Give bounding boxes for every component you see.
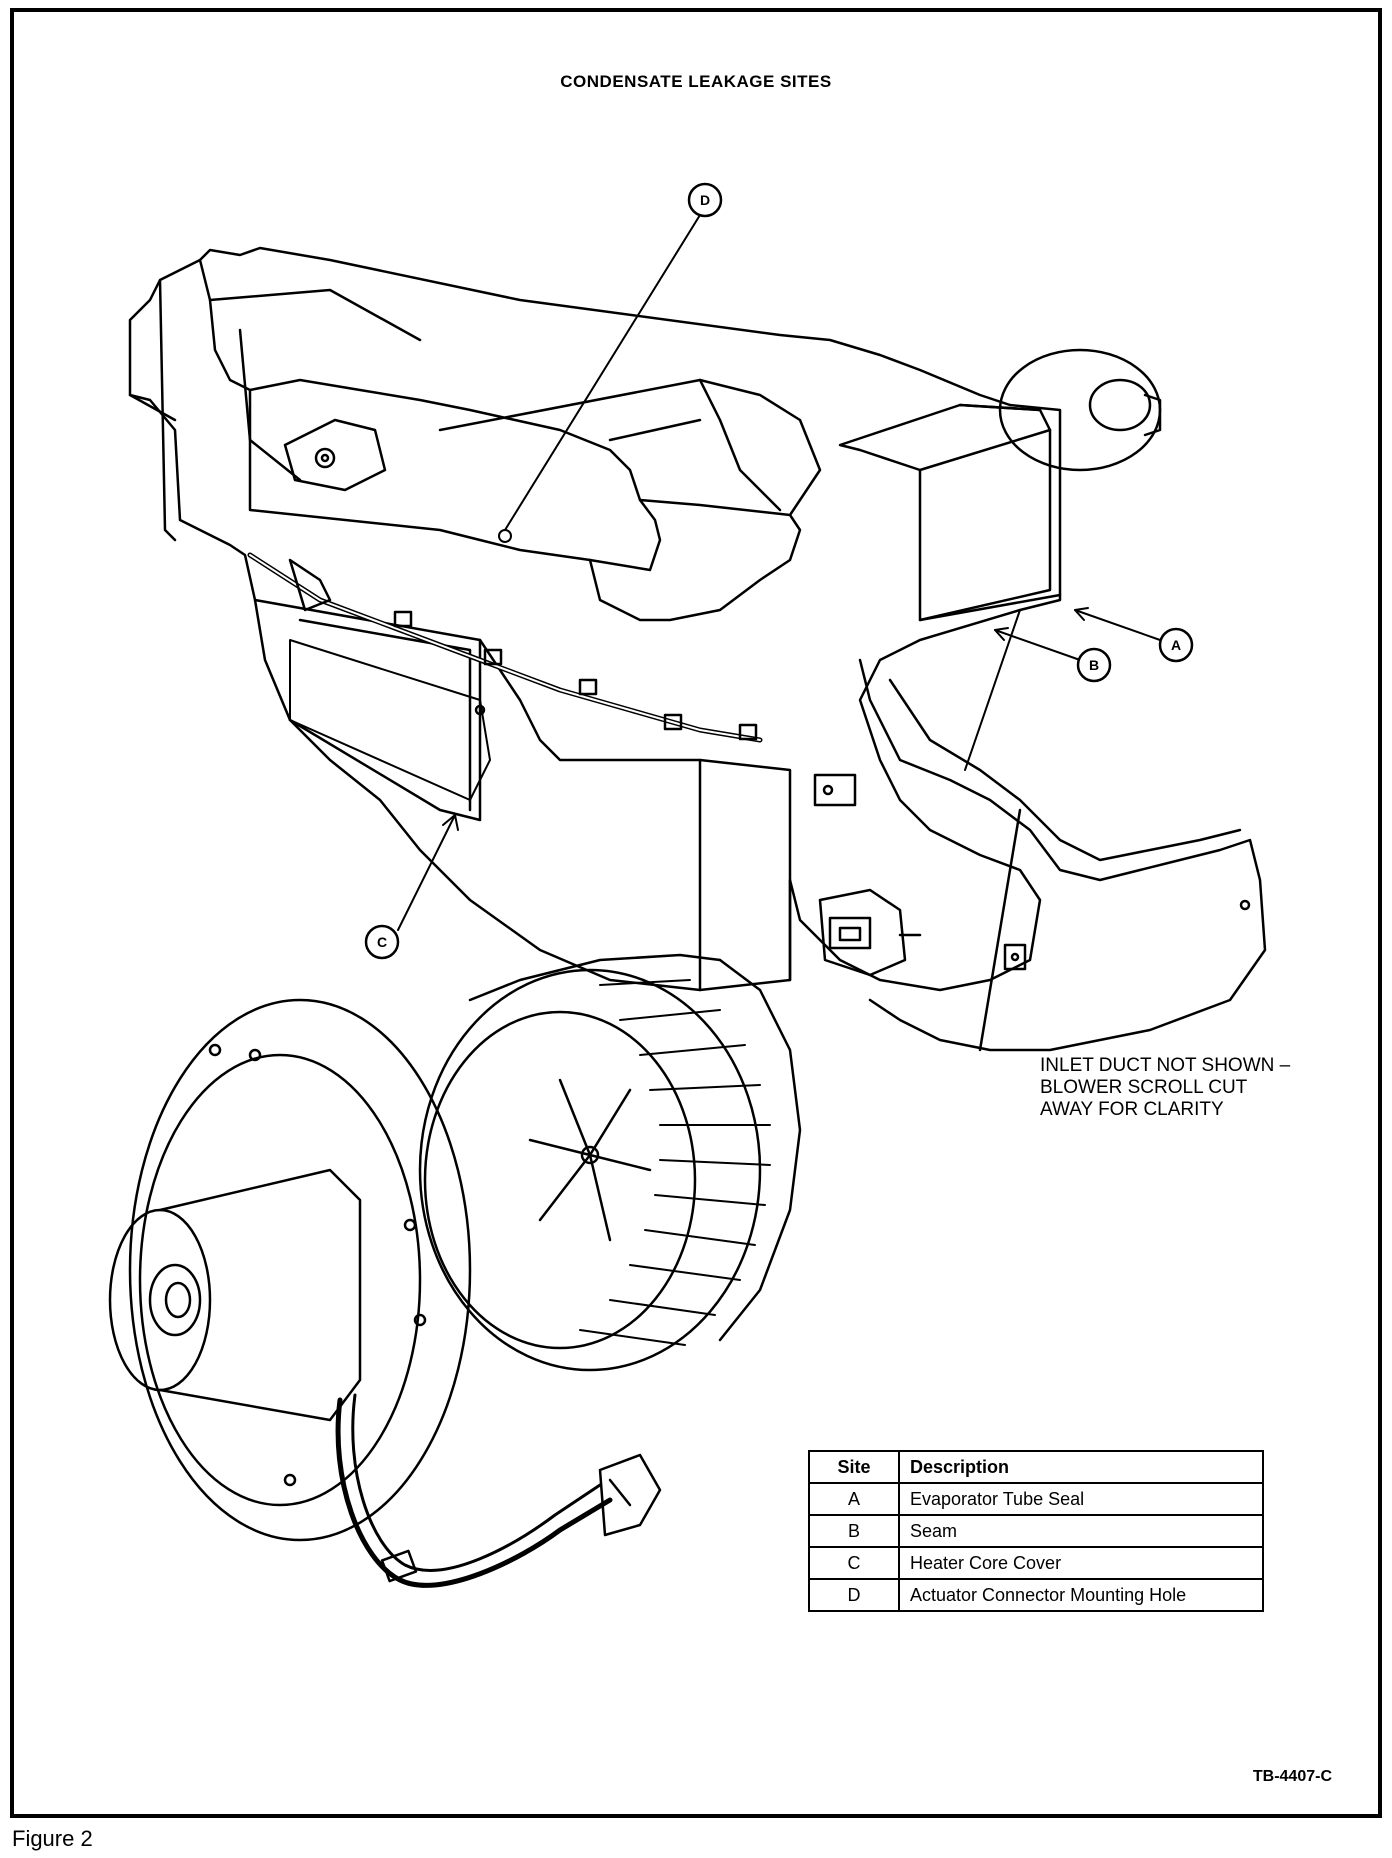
table-row: A Evaporator Tube Seal (808, 1482, 1264, 1516)
inlet-duct-note: INLET DUCT NOT SHOWN – BLOWER SCROLL CUT… (1040, 1055, 1291, 1120)
blower-wheel (418, 953, 802, 1372)
figure-frame (10, 8, 1382, 1818)
description-column-header: Description (898, 1450, 1264, 1484)
drawing-code: TB-4407-C (1252, 1768, 1332, 1785)
evaporator-case (128, 246, 1267, 1052)
table-row: D Actuator Connector Mounting Hole (808, 1578, 1264, 1612)
callout-a-label: A (1171, 637, 1181, 653)
site-cell: A (808, 1482, 900, 1516)
callout-b: B (1076, 647, 1112, 683)
site-column-header: Site (808, 1450, 900, 1484)
description-cell: Seam (898, 1514, 1264, 1548)
description-cell: Evaporator Tube Seal (898, 1482, 1264, 1516)
callout-d: D (687, 182, 723, 218)
blower-motor (108, 998, 662, 1588)
callout-b-label: B (1089, 657, 1099, 673)
callout-d-label: D (700, 192, 710, 208)
figure-caption: Figure 2 (12, 1826, 93, 1851)
callout-c-label: C (377, 934, 387, 950)
callout-leaders (397, 214, 1161, 931)
table-row: C Heater Core Cover (808, 1546, 1264, 1580)
description-cell: Actuator Connector Mounting Hole (898, 1578, 1264, 1612)
leakage-sites-table: Site Description A Evaporator Tube Seal … (808, 1450, 1264, 1612)
callout-c: C (364, 924, 400, 960)
callout-a: A (1158, 627, 1194, 663)
table-header-row: Site Description (808, 1450, 1264, 1484)
site-cell: B (808, 1514, 900, 1548)
site-cell: C (808, 1546, 900, 1580)
site-cell: D (808, 1578, 900, 1612)
table-row: B Seam (808, 1514, 1264, 1548)
description-cell: Heater Core Cover (898, 1546, 1264, 1580)
figure-title: CONDENSATE LEAKAGE SITES (560, 72, 832, 91)
